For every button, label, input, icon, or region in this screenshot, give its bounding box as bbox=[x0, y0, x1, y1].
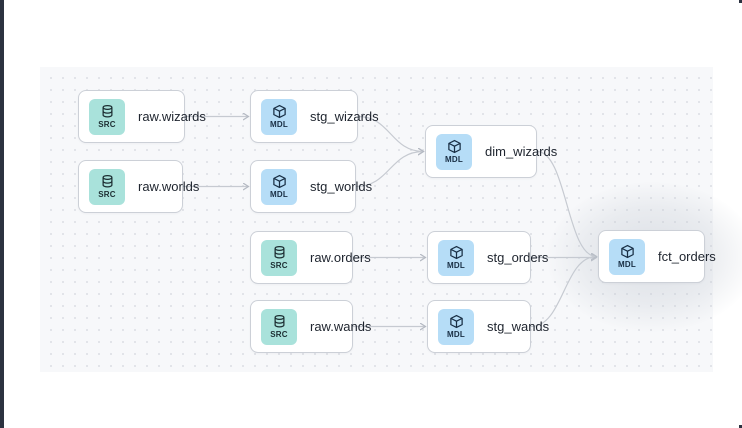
node-type-label: SRC bbox=[98, 120, 116, 129]
node-type-badge: MDL bbox=[261, 168, 297, 205]
cube-icon bbox=[449, 314, 464, 329]
dag-node-raw_worlds[interactable]: SRC raw.worlds bbox=[78, 160, 199, 213]
dag-node-stg_wands[interactable]: MDL stg_wands bbox=[427, 300, 549, 353]
node-type-badge: MDL bbox=[438, 239, 474, 276]
node-type-label: MDL bbox=[447, 330, 465, 339]
corner-speck bbox=[739, 425, 742, 428]
node-type-badge: SRC bbox=[89, 98, 125, 135]
dag-node-raw_wizards[interactable]: SRC raw.wizards bbox=[78, 90, 206, 143]
cube-icon bbox=[620, 244, 635, 259]
node-type-badge: SRC bbox=[261, 239, 297, 276]
cube-icon bbox=[272, 174, 287, 189]
node-type-badge: MDL bbox=[438, 308, 474, 345]
node-label: stg_worlds bbox=[310, 179, 373, 194]
window-left-edge-bar bbox=[0, 0, 4, 428]
node-label: stg_wands bbox=[487, 319, 550, 334]
database-icon bbox=[272, 245, 287, 260]
node-label: fct_orders bbox=[658, 249, 716, 264]
dag-node-raw_orders[interactable]: SRC raw.orders bbox=[250, 231, 371, 284]
node-type-label: MDL bbox=[270, 190, 288, 199]
database-icon bbox=[100, 104, 115, 119]
corner-speck bbox=[739, 0, 742, 3]
node-type-label: MDL bbox=[445, 155, 463, 164]
dag-node-stg_wizards[interactable]: MDL stg_wizards bbox=[250, 90, 379, 143]
cube-icon bbox=[449, 245, 464, 260]
node-label: raw.wizards bbox=[138, 109, 206, 124]
node-label: dim_wizards bbox=[485, 144, 558, 159]
dag-node-dim_wizards[interactable]: MDL dim_wizards bbox=[425, 125, 557, 178]
node-type-badge: SRC bbox=[89, 168, 125, 205]
database-icon bbox=[100, 174, 115, 189]
node-type-label: SRC bbox=[270, 261, 288, 270]
dag-node-raw_wands[interactable]: SRC raw.wands bbox=[250, 300, 371, 353]
node-label: stg_orders bbox=[487, 250, 549, 265]
node-type-badge: MDL bbox=[261, 98, 297, 135]
node-label: raw.orders bbox=[310, 250, 371, 265]
database-icon bbox=[272, 314, 287, 329]
node-type-label: SRC bbox=[98, 190, 116, 199]
cube-icon bbox=[272, 104, 287, 119]
node-type-badge: SRC bbox=[261, 308, 297, 345]
dag-node-stg_worlds[interactable]: MDL stg_worlds bbox=[250, 160, 372, 213]
cube-icon bbox=[447, 139, 462, 154]
node-label: raw.wands bbox=[310, 319, 372, 334]
node-type-badge: MDL bbox=[436, 133, 472, 170]
node-type-label: SRC bbox=[270, 330, 288, 339]
node-label: raw.worlds bbox=[138, 179, 200, 194]
dag-node-fct_orders[interactable]: MDL fct_orders bbox=[598, 230, 716, 283]
node-type-label: MDL bbox=[270, 120, 288, 129]
node-type-badge: MDL bbox=[609, 238, 645, 275]
node-type-label: MDL bbox=[618, 260, 636, 269]
node-type-label: MDL bbox=[447, 261, 465, 270]
dag-node-stg_orders[interactable]: MDL stg_orders bbox=[427, 231, 548, 284]
node-label: stg_wizards bbox=[310, 109, 379, 124]
